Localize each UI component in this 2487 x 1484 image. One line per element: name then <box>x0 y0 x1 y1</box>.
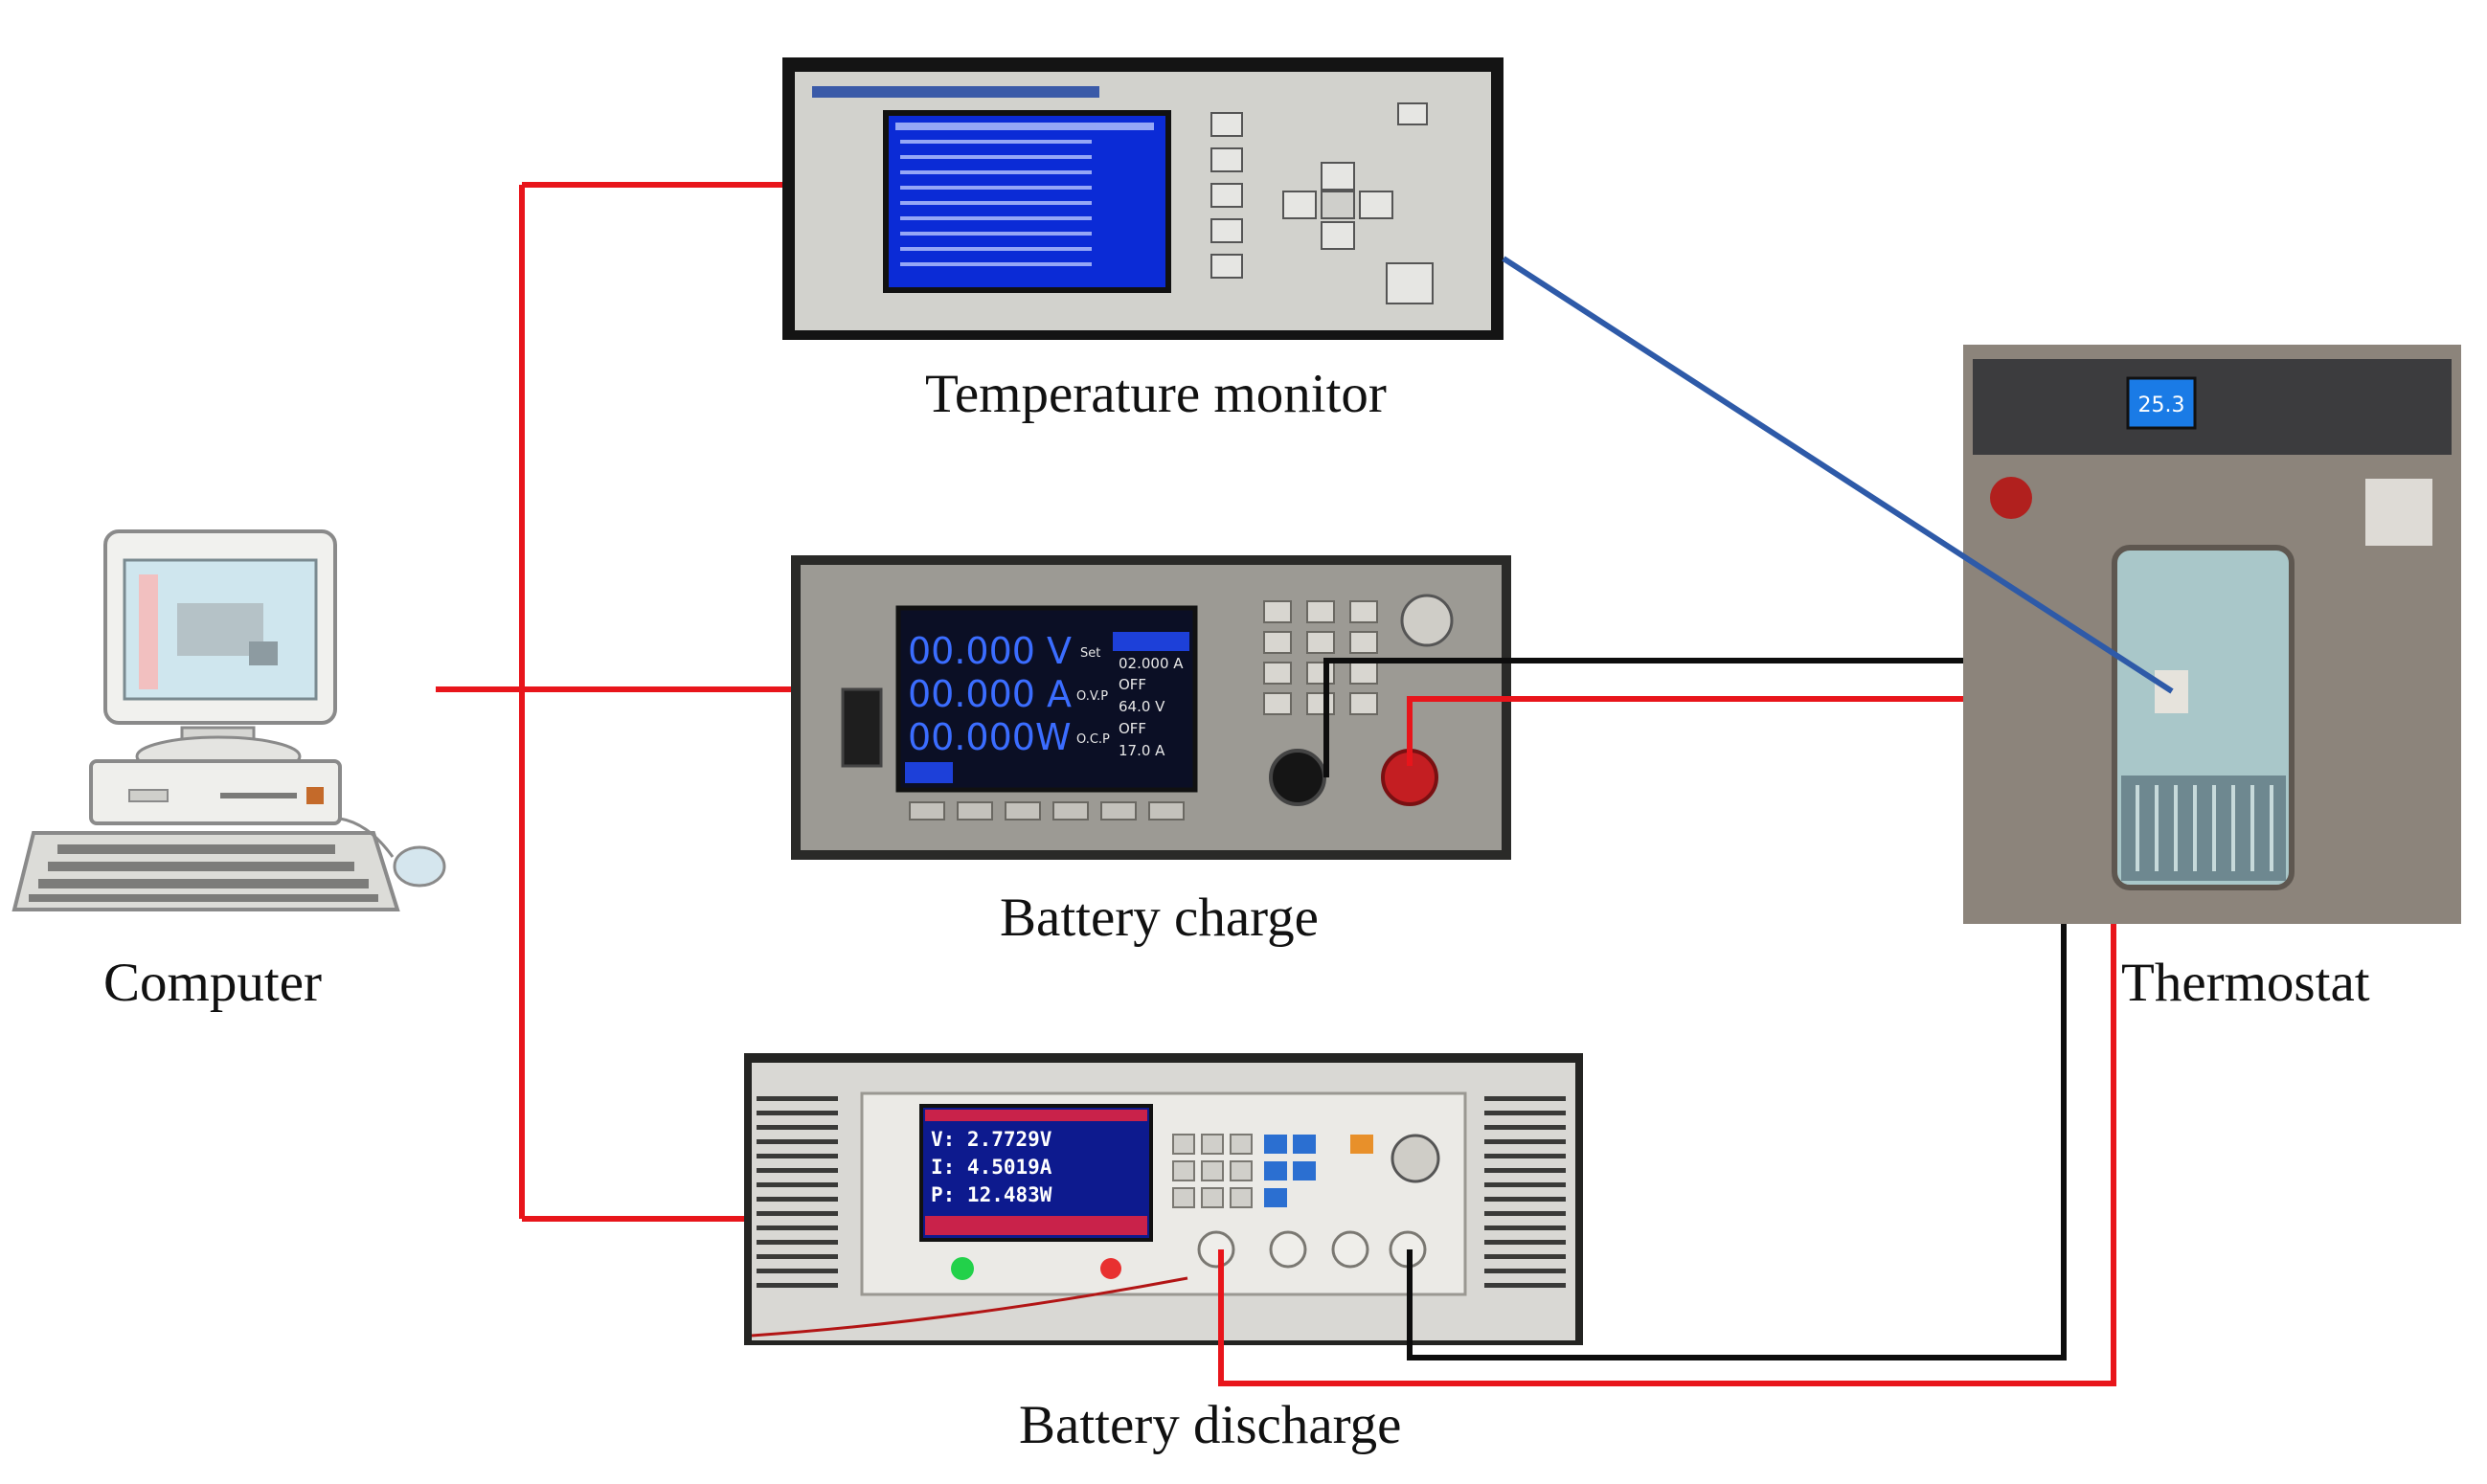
charge-ovp-label: O.V.P <box>1076 689 1108 704</box>
discharge-positive-lead <box>1218 924 2116 1386</box>
charge-ovp-value: 64.0 V <box>1119 698 1165 715</box>
computer-illustration <box>11 529 446 911</box>
thermostat-label: Thermostat <box>2121 953 2370 1013</box>
computer-label: Computer <box>103 953 322 1013</box>
battery-discharge-device: V: 2.7729V I: 4.5019A P: 12.483W <box>744 1053 1583 1345</box>
charge-negative-lead <box>1323 658 1963 777</box>
charge-current-readout: 00.000 A <box>908 673 1072 715</box>
charge-ocp-value: 17.0 A <box>1119 742 1165 759</box>
battery-charge-device: 00.000 V 00.000 A 00.000W Set O.V.P O.C.… <box>791 555 1511 860</box>
temperature-monitor-device <box>782 57 1504 340</box>
charge-set-label: Set <box>1080 646 1100 661</box>
temperature-monitor-label: Temperature monitor <box>925 364 1387 424</box>
battery-discharge-label: Battery discharge <box>1019 1395 1402 1455</box>
discharge-negative-lead <box>1407 924 2067 1360</box>
battery-charge-label: Battery charge <box>1000 888 1319 948</box>
charge-positive-lead <box>1407 696 1963 766</box>
charge-power-readout: 00.000W <box>908 716 1072 758</box>
charge-ocp-state: OFF <box>1119 720 1146 737</box>
computer-data-links <box>436 182 791 1222</box>
charge-set-value: 02.000 A <box>1119 655 1184 672</box>
thermostat-display-readout: 25.3 <box>2138 393 2185 417</box>
charge-ovp-state: OFF <box>1119 676 1146 693</box>
thermostat-chamber: 25.3 <box>1963 345 2461 924</box>
thermocouple-lead <box>1502 256 2174 694</box>
discharge-current-readout: I: 4.5019A <box>931 1156 1052 1179</box>
charge-voltage-readout: 00.000 V <box>908 630 1072 672</box>
charge-ocp-label: O.C.P <box>1076 732 1110 747</box>
discharge-power-readout: P: 12.483W <box>931 1183 1052 1206</box>
discharge-voltage-readout: V: 2.7729V <box>931 1128 1052 1151</box>
